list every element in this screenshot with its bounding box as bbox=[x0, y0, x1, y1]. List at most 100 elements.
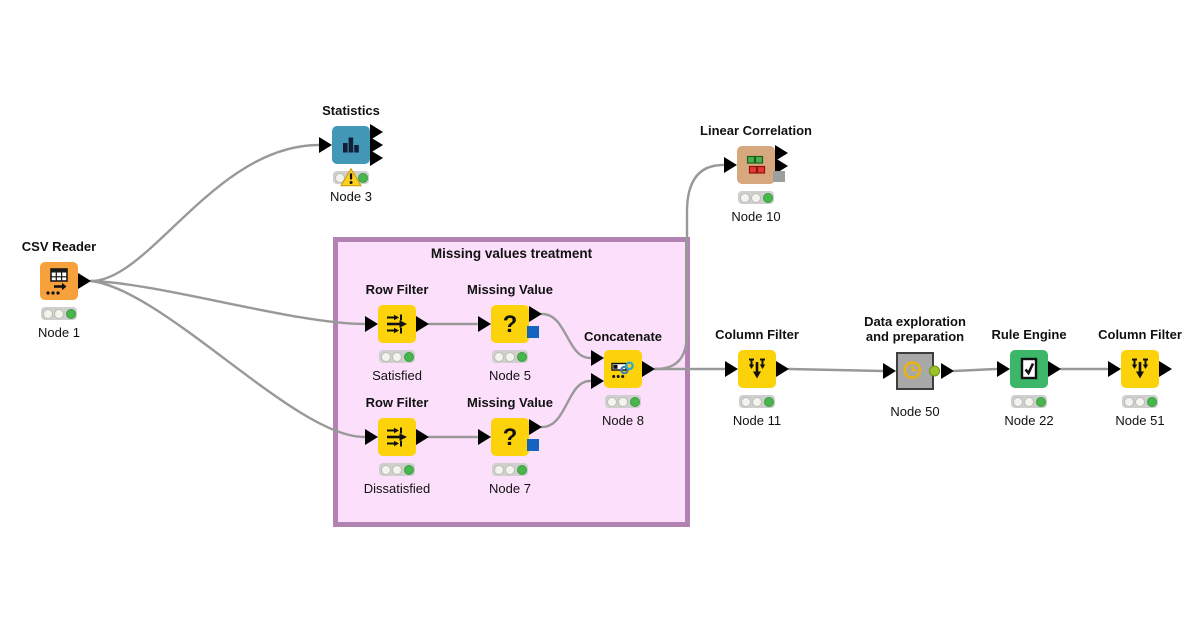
output-port[interactable] bbox=[775, 145, 788, 161]
status-light-red bbox=[334, 172, 345, 183]
output-port[interactable] bbox=[416, 429, 429, 445]
node-row-filter-dissatisfied[interactable]: Row Filter Dissatisfied bbox=[364, 395, 430, 496]
node-body[interactable]: ? bbox=[491, 305, 529, 343]
node-body[interactable] bbox=[1121, 350, 1159, 388]
status-light-yellow bbox=[1135, 396, 1145, 407]
node-body[interactable] bbox=[737, 146, 775, 184]
output-port[interactable] bbox=[642, 361, 655, 377]
node-title: Row Filter bbox=[365, 281, 429, 297]
status-traffic-light bbox=[492, 463, 528, 476]
node-missing-value-7[interactable]: Missing Value ? Node 7 bbox=[467, 395, 553, 496]
node-csv-reader[interactable]: CSV Reader Node 1 bbox=[22, 239, 96, 340]
connection-concatenate-linearcorrelation[interactable] bbox=[653, 163, 725, 371]
status-light-red bbox=[606, 396, 617, 407]
input-port[interactable] bbox=[365, 316, 378, 332]
row-filter-icon bbox=[387, 314, 407, 334]
input-port[interactable] bbox=[478, 429, 491, 445]
node-body[interactable] bbox=[332, 126, 370, 164]
status-light-green bbox=[763, 396, 774, 407]
column-filter-icon bbox=[1131, 358, 1149, 379]
square-output-port[interactable] bbox=[773, 171, 785, 182]
node-label: Node 3 bbox=[330, 189, 372, 204]
node-label: Node 50 bbox=[890, 404, 940, 419]
node-title: Missing Value bbox=[467, 281, 553, 297]
status-traffic-light bbox=[492, 350, 528, 363]
output-port[interactable] bbox=[370, 124, 383, 140]
warning-icon bbox=[340, 167, 362, 186]
node-title: Missing Value bbox=[467, 394, 553, 410]
connection-columnfilter11-metanode[interactable] bbox=[787, 367, 885, 373]
node-column-filter-11[interactable]: Column Filter Node 11 bbox=[715, 327, 799, 428]
input-port[interactable] bbox=[365, 429, 378, 445]
status-light-yellow bbox=[618, 396, 628, 407]
node-label: Node 51 bbox=[1115, 413, 1165, 428]
input-port[interactable] bbox=[883, 363, 896, 379]
node-label: Satisfied bbox=[372, 368, 422, 383]
annotation-title: Missing values treatment bbox=[430, 246, 593, 261]
input-port[interactable] bbox=[725, 361, 738, 377]
connection-metanode-ruleengine[interactable] bbox=[952, 367, 998, 373]
status-traffic-light bbox=[379, 463, 415, 476]
status-light-green bbox=[357, 172, 368, 183]
status-light-red bbox=[380, 351, 391, 362]
node-linear-correlation[interactable]: Linear Correlation Node 10 bbox=[700, 123, 812, 224]
node-title: Concatenate bbox=[583, 328, 663, 344]
node-missing-value-5[interactable]: Missing Value ? Node 5 bbox=[467, 282, 553, 383]
status-traffic-light bbox=[333, 167, 369, 186]
output-port[interactable] bbox=[775, 158, 788, 174]
output-port[interactable] bbox=[941, 363, 954, 379]
node-body[interactable] bbox=[40, 262, 78, 300]
node-column-filter-51[interactable]: Column Filter Node 51 bbox=[1098, 327, 1182, 428]
connection-csvreader-rowfilter-satisfied[interactable] bbox=[89, 279, 366, 326]
output-port[interactable] bbox=[529, 306, 542, 322]
status-light-red bbox=[1012, 396, 1023, 407]
connection-csvreader-statistics[interactable] bbox=[89, 143, 321, 283]
metanode-status-dot bbox=[929, 365, 940, 377]
missing-value-icon: ? bbox=[503, 311, 518, 338]
status-light-green bbox=[516, 351, 527, 362]
connection-missingvalue5-concatenate[interactable] bbox=[540, 312, 592, 360]
node-rule-engine[interactable]: Rule Engine Node 22 bbox=[991, 327, 1066, 428]
node-body[interactable] bbox=[1010, 350, 1048, 388]
node-body[interactable] bbox=[378, 418, 416, 456]
node-title: Column Filter bbox=[715, 326, 799, 342]
node-body[interactable]: ? bbox=[491, 418, 529, 456]
input-port[interactable] bbox=[724, 157, 737, 173]
node-body[interactable] bbox=[604, 350, 642, 388]
node-label: Node 7 bbox=[489, 481, 531, 496]
connection-csvreader-rowfilter-dissatisfied[interactable] bbox=[89, 279, 366, 439]
output-port[interactable] bbox=[776, 361, 789, 377]
node-statistics[interactable]: Statistics Node 3 bbox=[319, 103, 383, 204]
node-body[interactable] bbox=[896, 352, 934, 390]
input-port[interactable] bbox=[1108, 361, 1121, 377]
node-body[interactable] bbox=[378, 305, 416, 343]
output-port[interactable] bbox=[1159, 361, 1172, 377]
status-light-green bbox=[762, 192, 773, 203]
connection-missingvalue7-concatenate[interactable] bbox=[540, 379, 592, 429]
input-port[interactable] bbox=[997, 361, 1010, 377]
input-port[interactable] bbox=[478, 316, 491, 332]
status-light-yellow bbox=[752, 396, 762, 407]
node-row-filter-satisfied[interactable]: Row Filter Satisfied bbox=[365, 282, 429, 383]
node-body[interactable] bbox=[738, 350, 776, 388]
output-port[interactable] bbox=[529, 419, 542, 435]
status-light-green bbox=[629, 396, 640, 407]
status-light-green bbox=[403, 351, 414, 362]
model-output-port[interactable] bbox=[527, 326, 539, 338]
node-metanode-data-exploration[interactable]: Data exploration and preparation Node 50 bbox=[864, 315, 966, 419]
status-light-yellow bbox=[505, 351, 515, 362]
status-light-green bbox=[65, 308, 76, 319]
node-concatenate[interactable]: Concatenate Node 8 bbox=[584, 329, 662, 428]
model-output-port[interactable] bbox=[527, 439, 539, 451]
node-label: Node 22 bbox=[1004, 413, 1054, 428]
output-port[interactable] bbox=[416, 316, 429, 332]
output-port[interactable] bbox=[1048, 361, 1061, 377]
output-port[interactable] bbox=[78, 273, 91, 289]
output-port[interactable] bbox=[370, 150, 383, 166]
output-port[interactable] bbox=[370, 137, 383, 153]
input-port[interactable] bbox=[591, 373, 604, 389]
input-port[interactable] bbox=[319, 137, 332, 153]
input-port[interactable] bbox=[591, 350, 604, 366]
